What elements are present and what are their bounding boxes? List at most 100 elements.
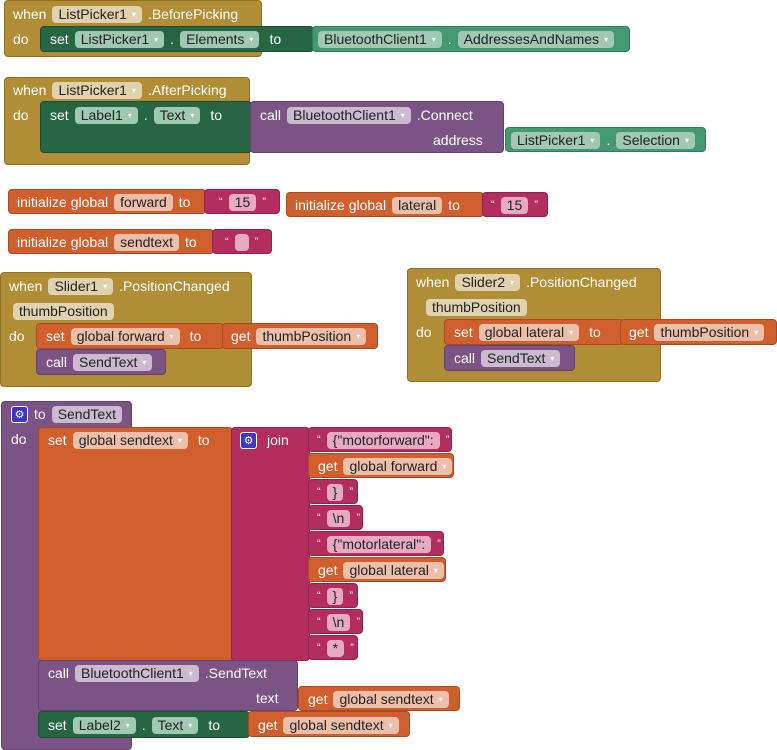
component-dropdown[interactable]: BluetoothClient1▾ (287, 106, 411, 124)
property-dropdown[interactable]: Selection▾ (616, 131, 695, 149)
variable-dropdown[interactable]: global lateral▾ (478, 323, 580, 341)
dot: . (141, 717, 146, 733)
text-field[interactable]: {"motorlateral": (326, 535, 432, 553)
text-block[interactable]: “}” (308, 479, 358, 504)
variable-dropdown[interactable]: global forward▾ (70, 327, 180, 345)
quote-close: ” (350, 642, 354, 654)
variable-dropdown[interactable]: global sendtext▾ (333, 690, 449, 708)
when-label: when (416, 274, 450, 290)
text-field[interactable]: {"motorforward": (326, 431, 440, 449)
get-label: get (258, 717, 278, 733)
text-block[interactable]: “}” (308, 583, 358, 608)
get-block[interactable]: get thumbPosition▾ (222, 323, 378, 349)
quote-close: ” (534, 199, 538, 211)
variable-name-field[interactable]: forward (114, 193, 173, 211)
procedure-name-field[interactable]: SendText (51, 405, 123, 423)
text-field[interactable]: } (326, 587, 344, 605)
variable-dropdown[interactable]: thumbPosition▾ (654, 323, 765, 341)
variable-dropdown[interactable]: global sendtext▾ (283, 716, 399, 734)
quote-close: ” (349, 590, 354, 602)
call-label: call (48, 665, 70, 681)
dropdown-arrow-icon: ▾ (433, 565, 438, 575)
component-dropdown[interactable]: ListPicker1▾ (52, 81, 142, 99)
component-dropdown[interactable]: Label2▾ (72, 716, 136, 734)
parameter-thumbposition[interactable]: thumbPosition (426, 298, 527, 316)
component-dropdown[interactable]: ListPicker1▾ (74, 30, 165, 48)
text-block[interactable]: “{"motorforward":” (308, 427, 453, 452)
text-block[interactable]: “\n” (308, 505, 364, 530)
component-dropdown[interactable]: ListPicker1▾ (511, 131, 601, 149)
event-name: .PositionChanged (119, 278, 230, 294)
component-dropdown[interactable]: Label1▾ (74, 106, 138, 124)
quote-open: “ (317, 616, 321, 628)
get-block[interactable]: get global sendtext▾ (248, 711, 410, 737)
quote-close: ” (356, 616, 361, 628)
text-block[interactable]: “{"motorlateral":” (308, 531, 444, 556)
procedure-dropdown[interactable]: SendText▾ (73, 353, 153, 371)
text-field[interactable]: } (326, 483, 344, 501)
join-block[interactable]: ⚙join (231, 427, 310, 661)
text-block[interactable]: “15” (482, 192, 548, 217)
variable-name-field[interactable]: lateral (392, 196, 443, 214)
property-dropdown[interactable]: AddressesAndNames▾ (457, 30, 615, 48)
gear-icon[interactable]: ⚙ (11, 405, 28, 423)
variable-dropdown[interactable]: thumbPosition▾ (256, 327, 367, 345)
dropdown-arrow-icon: ▾ (356, 331, 361, 341)
variable-dropdown[interactable]: global sendtext▾ (72, 431, 188, 449)
property-dropdown[interactable]: Text▾ (151, 716, 199, 734)
text-block[interactable]: “15” (204, 189, 280, 214)
text-field[interactable]: 15 (228, 193, 257, 211)
text-block[interactable]: “” (212, 229, 272, 254)
variable-dropdown[interactable]: global forward▾ (343, 457, 453, 475)
dropdown-arrow-icon: ▾ (188, 668, 193, 678)
text-block[interactable]: “*” (308, 635, 358, 660)
when-label: when (9, 278, 43, 294)
get-label: get (231, 328, 251, 344)
text-field[interactable]: \n (326, 613, 351, 631)
text-field[interactable] (234, 233, 249, 251)
procedure-dropdown[interactable]: SendText▾ (481, 349, 561, 367)
text-field[interactable]: \n (326, 509, 351, 527)
do-label: do (13, 107, 29, 123)
gear-icon[interactable]: ⚙ (240, 431, 257, 449)
component-dropdown[interactable]: Slider1▾ (48, 277, 114, 295)
property-dropdown[interactable]: Text▾ (153, 106, 201, 124)
quote-close: ” (254, 236, 259, 248)
component-getter-block[interactable]: ListPicker1▾.Selection▾ (505, 127, 706, 152)
text-field[interactable]: * (326, 639, 345, 657)
property-dropdown[interactable]: Elements▾ (180, 30, 260, 48)
do-label: do (416, 324, 432, 340)
component-dropdown[interactable]: ListPicker1▾ (52, 5, 142, 23)
text-block[interactable]: “ \n ” (308, 609, 364, 634)
dropdown-arrow-icon: ▾ (388, 720, 393, 730)
text-field[interactable]: 15 (500, 196, 529, 214)
event-name: .BeforePicking (147, 6, 239, 22)
component-dropdown[interactable]: BluetoothClient1▾ (75, 664, 199, 682)
variable-dropdown[interactable]: global lateral▾ (343, 561, 444, 579)
parameter-thumbposition[interactable]: thumbPosition (13, 302, 114, 320)
dropdown-arrow-icon: ▾ (169, 331, 174, 341)
quote-open: “ (317, 434, 321, 446)
component-dropdown[interactable]: BluetoothClient1▾ (318, 30, 442, 48)
component-dropdown[interactable]: Slider2▾ (455, 273, 521, 291)
component-getter-block[interactable]: BluetoothClient1▾.AddressesAndNames▾ (312, 26, 630, 52)
variable-name-field[interactable]: sendtext (114, 233, 179, 251)
dropdown-arrow-icon: ▾ (127, 110, 132, 120)
